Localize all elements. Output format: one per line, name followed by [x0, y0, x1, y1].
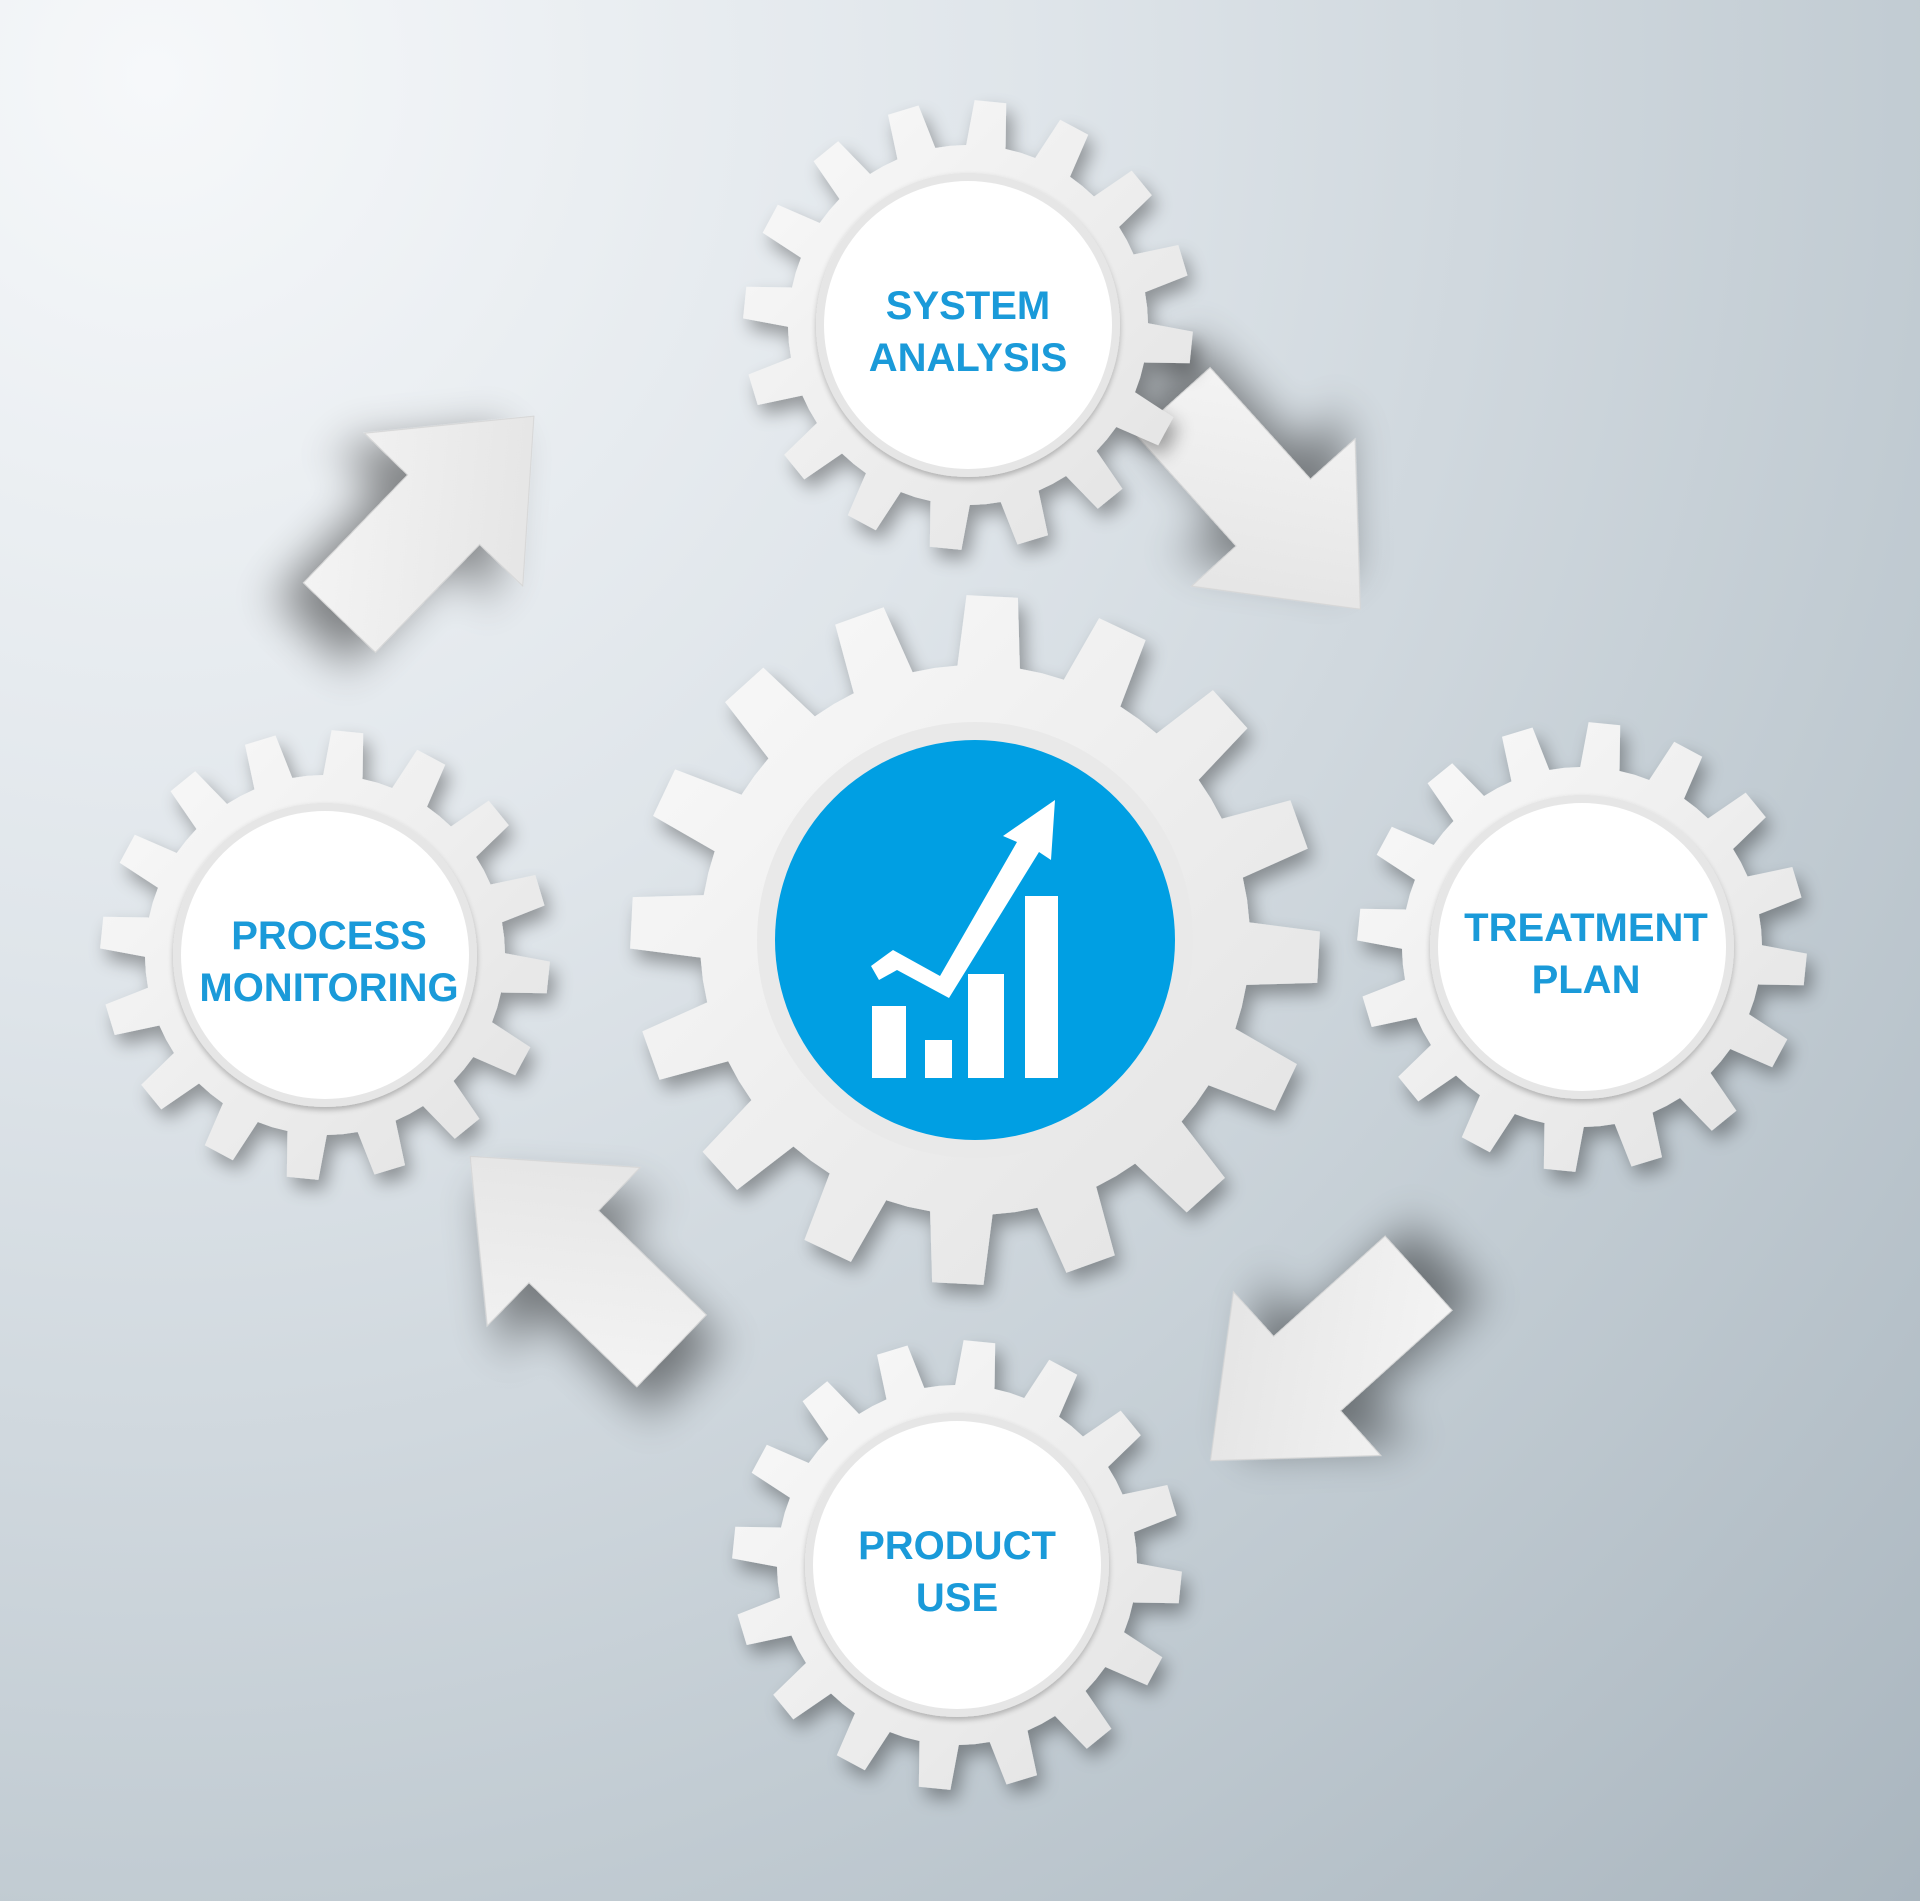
growth-chart-icon	[871, 800, 1058, 1078]
gear-treatment-plan: TREATMENT PLAN	[1357, 722, 1807, 1172]
gear-system-analysis: SYSTEM ANALYSIS	[743, 100, 1193, 550]
node-label-treatment-plan-line2: PLAN	[1532, 958, 1641, 1002]
node-label-process-monitoring-line1: PROCESS	[231, 914, 427, 958]
node-label-treatment-plan-line1: TREATMENT	[1464, 906, 1708, 950]
gear-process-monitoring: PROCESS MONITORING	[100, 730, 550, 1180]
node-label-system-analysis-line2: ANALYSIS	[869, 336, 1068, 380]
center-gear	[630, 595, 1320, 1285]
arrow-monitoring-to-analysis	[302, 415, 535, 653]
node-label-process-monitoring-line2: MONITORING	[199, 966, 458, 1010]
arrow-analysis-to-treatment	[1135, 366, 1361, 610]
arrow-treatment-to-product	[1209, 1235, 1453, 1462]
arrow-product-to-monitoring	[469, 1155, 708, 1388]
node-label-system-analysis-line1: SYSTEM	[886, 284, 1050, 328]
gear-product-use: PRODUCT USE	[732, 1340, 1182, 1790]
node-label-product-use-line1: PRODUCT	[858, 1524, 1056, 1568]
node-label-product-use-line2: USE	[916, 1576, 998, 1620]
